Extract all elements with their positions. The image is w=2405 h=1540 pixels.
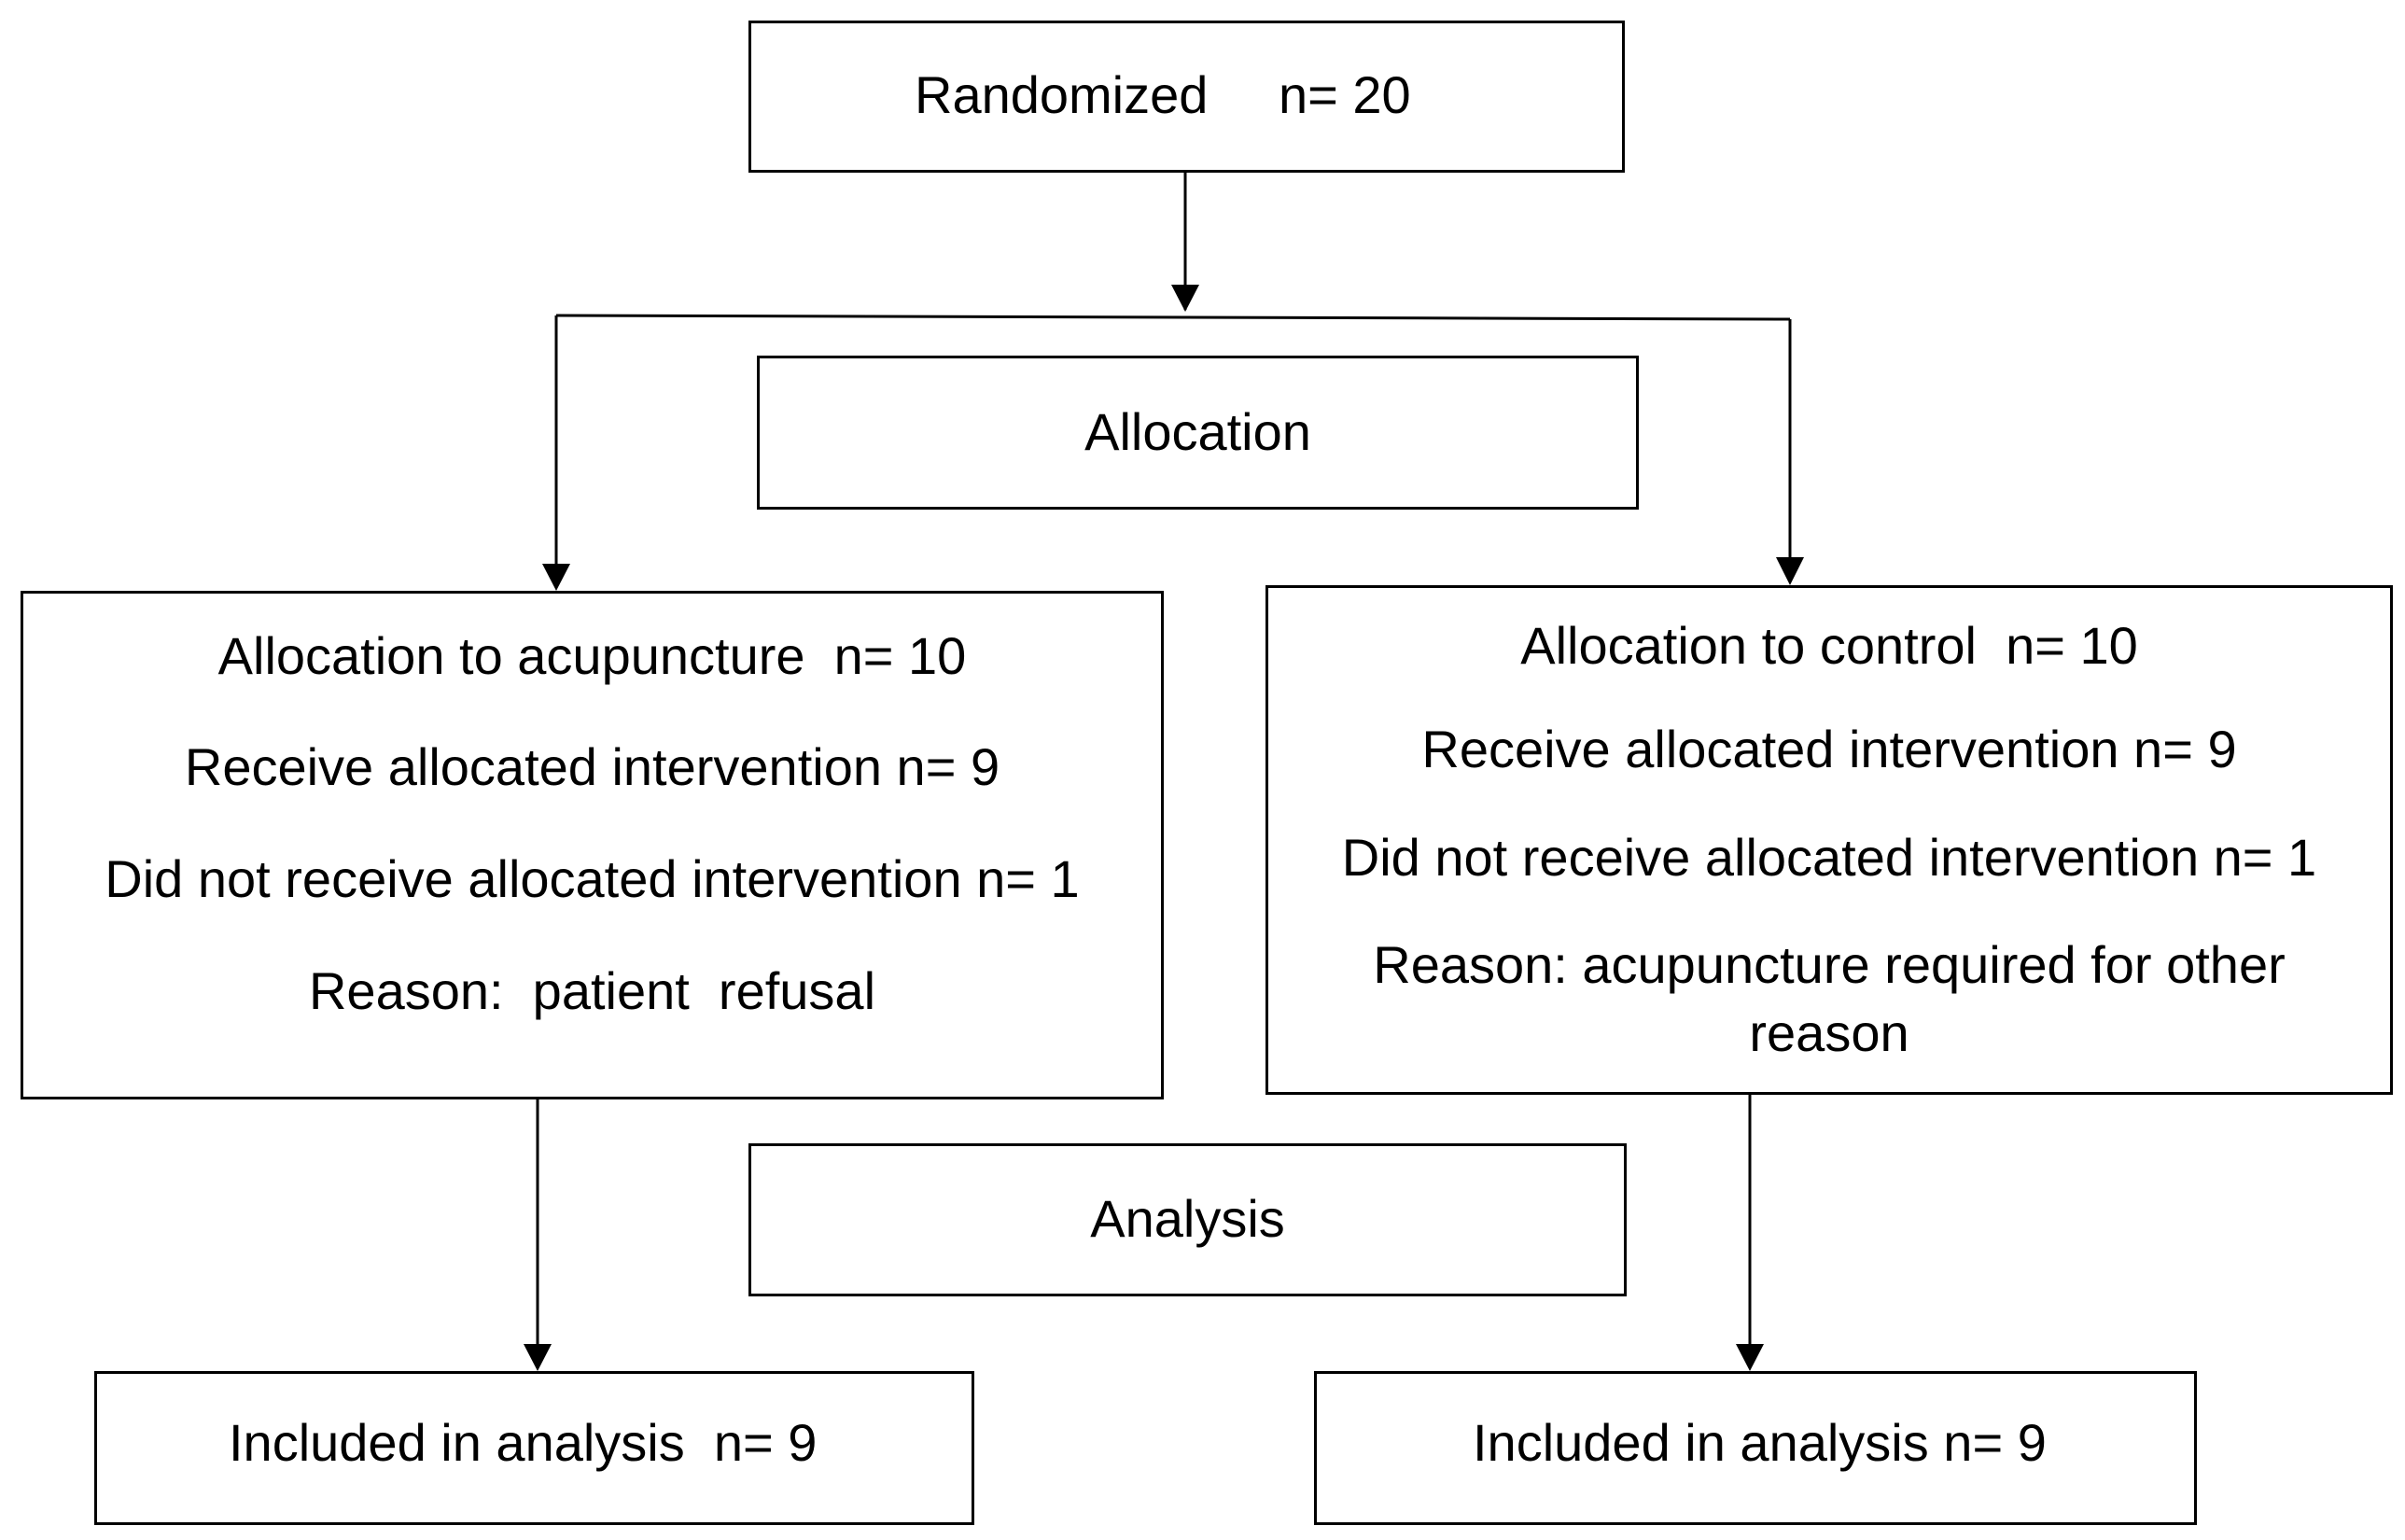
acupuncture-analysis-count: Included in analysis n= 9 — [229, 1413, 818, 1472]
arrowhead-control-analysis — [1736, 1344, 1764, 1371]
control-not-received-count: Did not receive allocated intervention n… — [1341, 828, 2317, 887]
arrowhead-randomized — [1171, 285, 1199, 312]
split-line — [555, 314, 1791, 321]
acupuncture-allocation-count: Allocation to acupuncture n= 10 — [217, 626, 967, 685]
control-allocation-count: Allocation to control n= 10 — [1520, 616, 2138, 675]
allocation-stage-box: Allocation — [757, 356, 1639, 510]
control-analysis-box: Included in analysis n= 9 — [1314, 1371, 2197, 1525]
control-analysis-count: Included in analysis n= 9 — [1473, 1413, 2047, 1472]
acupuncture-reason: Reason: patient refusal — [308, 961, 876, 1020]
analysis-stage-label: Analysis — [1090, 1189, 1285, 1248]
randomized-box: Randomized n= 20 — [748, 21, 1625, 173]
control-reason-continued: reason — [1749, 1003, 1909, 1062]
allocation-stage-label: Allocation — [1084, 402, 1311, 461]
randomized-label: Randomized — [915, 65, 1209, 124]
acupuncture-received-count: Receive allocated intervention n= 9 — [184, 737, 1000, 796]
arrowhead-acupuncture — [542, 564, 570, 591]
acupuncture-arm-box: Allocation to acupuncture n= 10 Receive … — [21, 591, 1164, 1099]
analysis-stage-box: Analysis — [748, 1143, 1627, 1296]
randomized-count: n= 20 — [1279, 65, 1411, 124]
control-received-count: Receive allocated intervention n= 9 — [1421, 720, 2237, 778]
control-arm-box: Allocation to control n= 10 Receive allo… — [1265, 585, 2393, 1095]
control-reason: Reason: acupuncture required for other — [1373, 935, 2286, 994]
acupuncture-not-received-count: Did not receive allocated intervention n… — [105, 849, 1080, 908]
arrowhead-acupuncture-analysis — [524, 1344, 552, 1371]
arrowhead-control — [1776, 557, 1804, 585]
acupuncture-analysis-box: Included in analysis n= 9 — [94, 1371, 974, 1525]
